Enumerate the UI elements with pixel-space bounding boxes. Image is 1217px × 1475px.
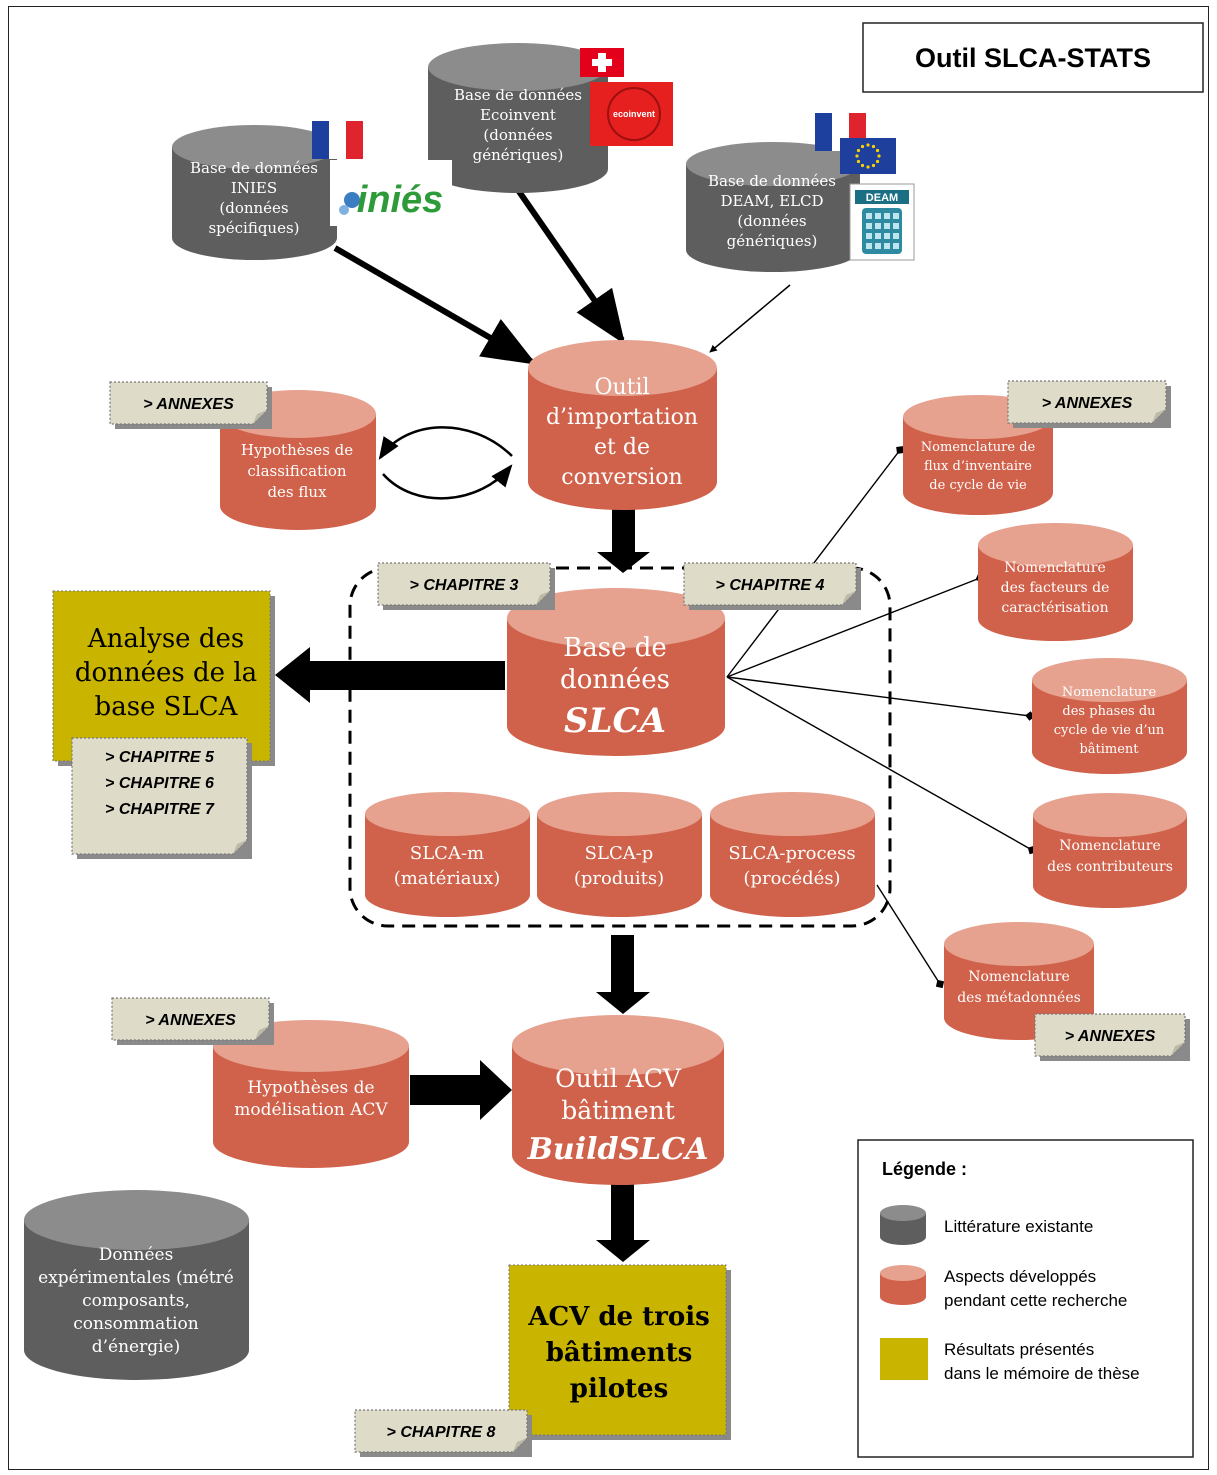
- block-arrow-slca-to-outil: [596, 935, 650, 1014]
- cylinder-slca-db: [507, 588, 725, 756]
- box-acv-trois: [508, 1264, 731, 1440]
- legend-swatch-grey: [880, 1205, 926, 1245]
- box-analyse: [52, 590, 275, 766]
- curve-import-to-hyp: [378, 426, 513, 460]
- block-arrow-slca-to-analyse: [275, 647, 505, 703]
- note-annexes-4: [1034, 1013, 1190, 1061]
- text-slca-m: SLCA-m(matériaux): [394, 843, 501, 889]
- note-chapitre-3-text: > CHAPITRE 3: [410, 577, 519, 594]
- text-outil-acv-em: BuildSLCA: [527, 1132, 709, 1167]
- note-annexes-1: [109, 381, 272, 429]
- france-flag-icon: [815, 113, 866, 151]
- ecoinvent-logo-icon: [590, 82, 673, 146]
- shapes-layer: [24, 22, 1204, 1458]
- arrow-ecoinvent-to-import: [515, 188, 626, 345]
- cylinder-ecoinvent: [428, 43, 608, 193]
- text-slca-process: SLCA-process(procédés): [728, 843, 855, 889]
- note-annexes-3-text: > ANNEXES: [145, 1012, 236, 1029]
- link-nom-meta: [876, 884, 945, 989]
- cylinder-slca-process: [709, 792, 875, 918]
- cylinder-import: [528, 340, 717, 511]
- curve-hyp-to-import: [382, 464, 513, 500]
- inies-logo-text: iniés: [357, 179, 444, 221]
- cylinder-donnees-exp: [24, 1190, 249, 1381]
- cylinder-deam: [686, 142, 860, 272]
- cylinder-nom-phases: [1032, 658, 1187, 775]
- block-arrow-outil-to-acv: [596, 1180, 650, 1262]
- deam-logo-icon: [849, 183, 915, 261]
- legend-label-grey: Littérature existante: [944, 1217, 1093, 1236]
- arrow-deam-to-import: [709, 284, 791, 353]
- note-chapitre-4-text: > CHAPITRE 4: [716, 577, 825, 594]
- legend-swatch-red: [880, 1265, 926, 1305]
- cylinder-nom-fact: [978, 523, 1133, 641]
- eu-flag-icon: [840, 138, 896, 174]
- cylinder-slca-m: [365, 792, 530, 917]
- block-arrow-hyp-to-outil: [410, 1060, 512, 1120]
- france-flag-icon: [312, 121, 363, 159]
- note-chapitre-8-text: > CHAPITRE 8: [387, 1424, 496, 1441]
- link-nom-phases: [726, 676, 1035, 721]
- title-box: [862, 22, 1204, 93]
- page-title: Outil SLCA-STATS: [915, 43, 1151, 73]
- note-chapitre-3: [377, 562, 555, 610]
- note-annexes-1-text: > ANNEXES: [143, 396, 234, 413]
- cylinder-outil-acv: [512, 1015, 724, 1185]
- note-annexes-2: [1007, 380, 1171, 428]
- note-annexes-2-text: > ANNEXES: [1042, 395, 1133, 412]
- note-annexes-3: [111, 997, 274, 1045]
- legend-swatch-yellow: [880, 1338, 928, 1380]
- inies-logo-icon: [330, 160, 452, 226]
- cylinder-slca-p: [537, 792, 702, 917]
- cylinder-nom-contrib: [1033, 793, 1187, 908]
- cylinder-inies: [172, 125, 337, 260]
- note-annexes-4-text: > ANNEXES: [1065, 1028, 1156, 1045]
- note-chapitres-567: [71, 737, 252, 859]
- block-arrow-import-to-slca: [597, 500, 650, 573]
- legend-title: Légende :: [882, 1159, 967, 1179]
- link-nom-fact: [726, 573, 985, 678]
- note-chapitre-4: [683, 562, 861, 610]
- deam-logo-text: DEAM: [866, 192, 898, 204]
- ecoinvent-logo-text: ecoinvent: [613, 109, 655, 119]
- link-nom-contrib: [726, 676, 1037, 855]
- text-layer: ecoinvent iniés DEAM > ANNEXES > ANNEXES > CH…: [38, 43, 1173, 1441]
- note-chapitre-8: [354, 1409, 532, 1457]
- diagram-frame: [8, 6, 1209, 1470]
- text-slca-db-em: SLCA: [564, 701, 666, 741]
- swiss-flag-icon: [580, 48, 624, 77]
- arrow-inies-to-import: [333, 245, 537, 365]
- note-chapitres-567-text: > CHAPITRE 5> CHAPITRE 6> CHAPITRE 7: [105, 749, 215, 818]
- text-slca-p: SLCA-p(produits): [574, 843, 664, 889]
